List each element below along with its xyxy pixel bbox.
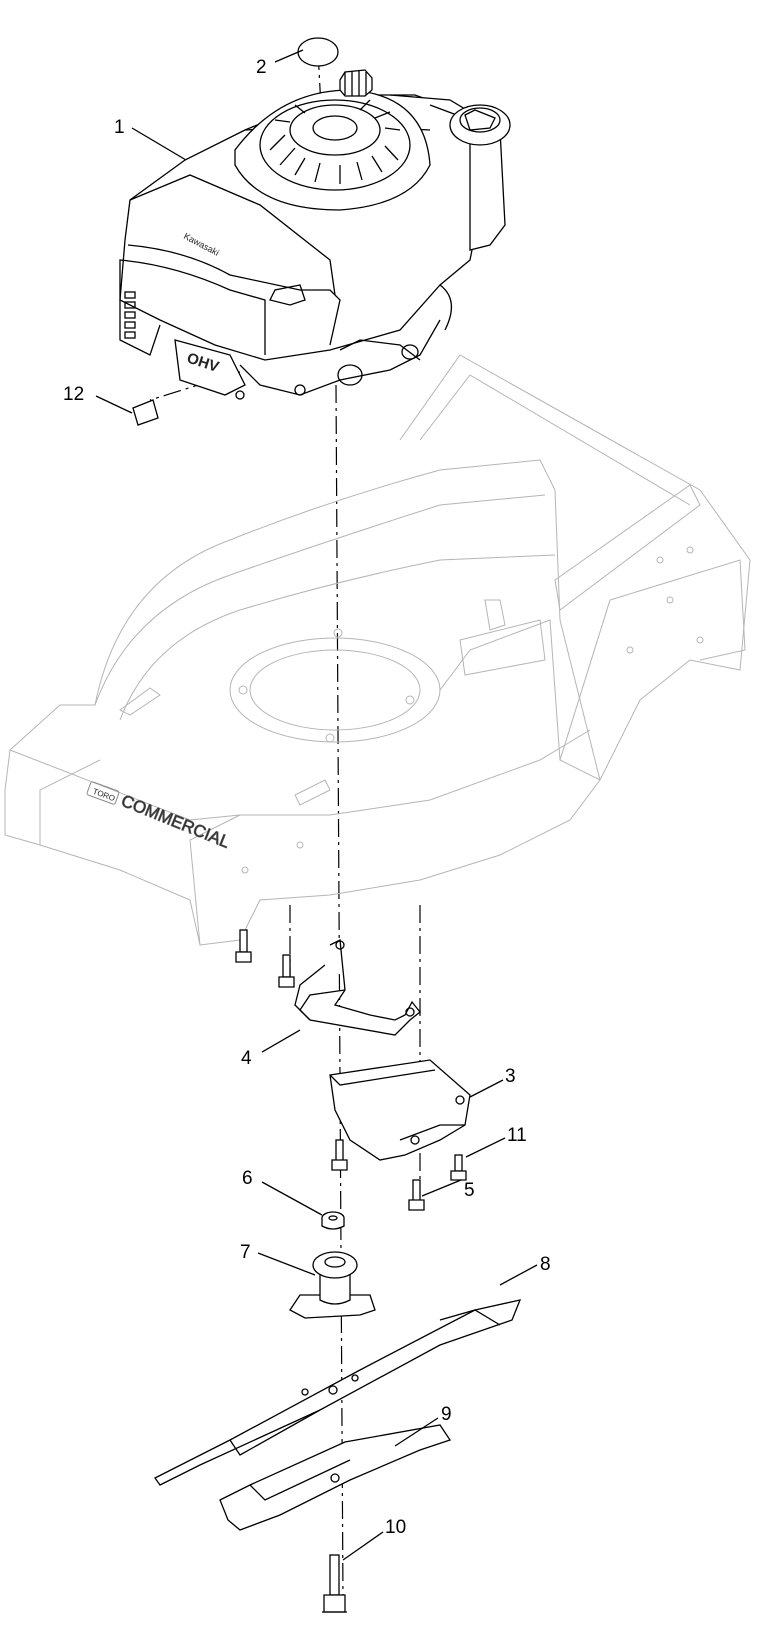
callout-6: 6: [242, 1168, 253, 1189]
leader-lines: [95, 49, 538, 1561]
callout-10: 10: [385, 1517, 406, 1538]
part-2-cap: [297, 37, 339, 67]
part-12-label: [132, 399, 159, 426]
callout-1: 1: [114, 117, 125, 138]
part-4-bracket: [294, 938, 421, 1036]
callout-7: 7: [240, 1242, 251, 1263]
part-9-stiffener: [219, 1424, 452, 1531]
part-10-bolt: [322, 1554, 347, 1613]
mower-deck: TORO COMMERCIAL: [4, 354, 751, 946]
callout-8: 8: [540, 1254, 551, 1275]
callout-12: 12: [63, 384, 84, 405]
callout-2: 2: [256, 57, 267, 78]
bolt-left-1: [235, 929, 252, 963]
part-6-spacer: [321, 1211, 345, 1230]
callout-4: 4: [241, 1048, 252, 1069]
callout-11: 11: [507, 1125, 527, 1146]
deck-bolts: [235, 929, 295, 988]
part-7-adapter: [289, 1251, 376, 1319]
deck-brand-text: COMMERCIAL: [119, 791, 233, 852]
part-3-baffle: [329, 1059, 471, 1161]
dipstick-knob: [339, 69, 373, 97]
engine: Kawasaki OHV: [119, 69, 511, 400]
part-5-bolts: [331, 1139, 425, 1211]
callout-5: 5: [464, 1180, 475, 1201]
starter-vents: [269, 99, 401, 184]
fuel-tank: [389, 94, 511, 251]
cooling-fins: [124, 291, 136, 339]
callout-9: 9: [441, 1404, 452, 1425]
part-11-bolt: [450, 1154, 467, 1181]
callout-labels: 1 2 3 4 5 6 7 8 9 10 11 12: [63, 57, 551, 1538]
bolt-left-2: [278, 954, 295, 988]
part-8-blade: [154, 1299, 522, 1486]
callout-3: 3: [505, 1066, 516, 1087]
